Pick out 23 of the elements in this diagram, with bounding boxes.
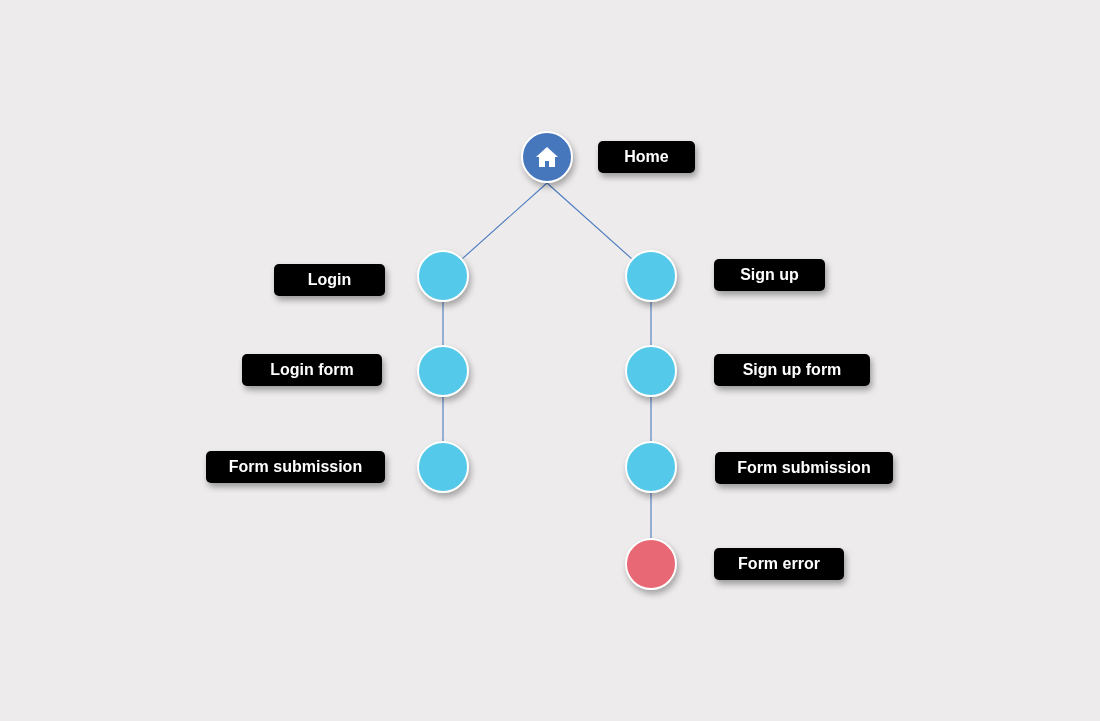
node-label: Home [598, 141, 695, 173]
node-circle [625, 345, 677, 397]
node-circle [625, 538, 677, 590]
node-label: Login [274, 264, 385, 296]
node-label: Form submission [715, 452, 893, 484]
node-circle [625, 441, 677, 493]
node-label: Sign up [714, 259, 825, 291]
connector-line [442, 396, 444, 442]
node-label: Form error [714, 548, 844, 580]
connector-line [650, 492, 652, 539]
node-label: Form submission [206, 451, 385, 483]
connector-line [461, 182, 548, 260]
node-circle [417, 250, 469, 302]
node-label: Sign up form [714, 354, 870, 386]
node-circle [521, 131, 573, 183]
node-circle [417, 345, 469, 397]
node-label: Login form [242, 354, 382, 386]
node-circle [625, 250, 677, 302]
node-circle [417, 441, 469, 493]
connector-line [442, 301, 444, 346]
connector-line [546, 182, 633, 260]
connector-line [650, 396, 652, 442]
connector-line [650, 301, 652, 346]
